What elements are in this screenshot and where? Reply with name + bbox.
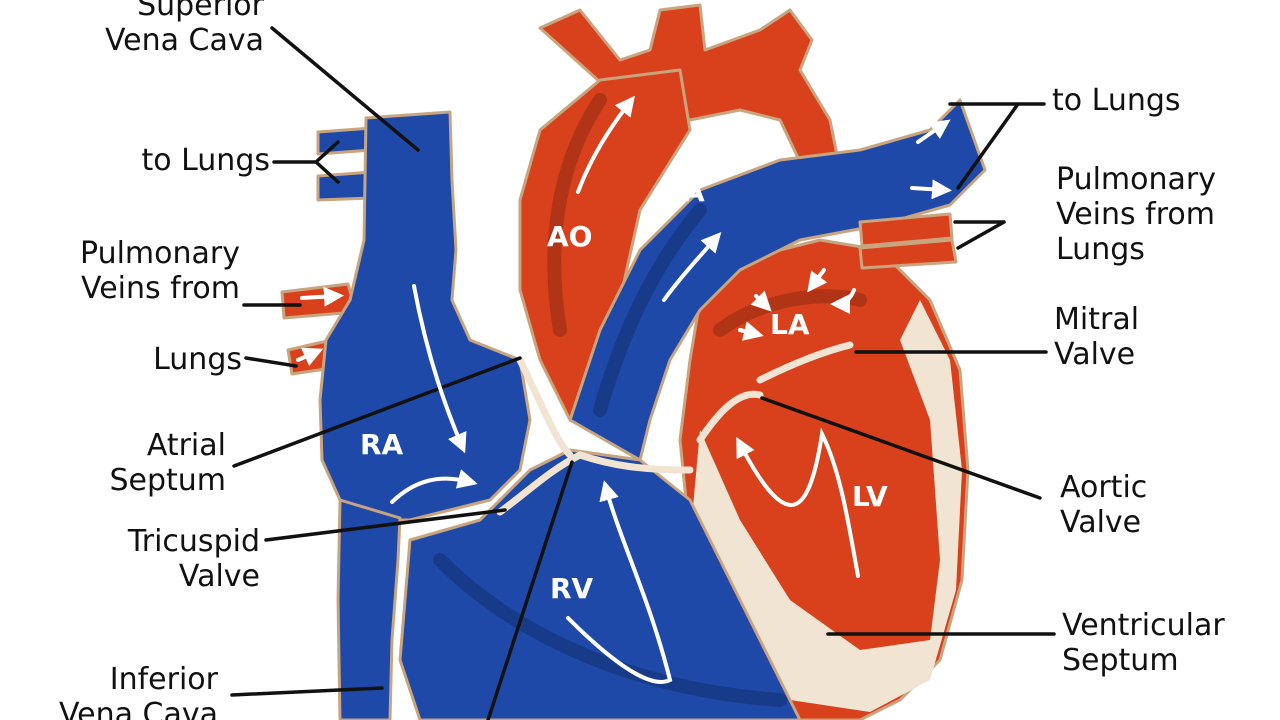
leader-rv-septum [486,460,574,720]
atrial-septum-edge [516,356,574,459]
ventricular-septum-band [690,300,962,712]
leader-tricuspid [264,508,507,542]
flow-arrow-lv [736,427,860,578]
leader-atrial-septum [232,356,522,468]
flow-arrow-pa [662,232,722,302]
pulmonary-artery [568,98,987,462]
label-to-lungs-right: to Lungs [1052,83,1181,118]
label-lungs-left: Lungs [153,342,242,377]
chamber-label-la: LA [770,308,810,341]
shade-pa [593,203,707,417]
aortic-valve-edge [696,390,764,444]
flow-arrow-pulm-right-2 [916,119,951,144]
flow-arrow-pulm-left-2 [296,347,324,367]
leader-pulm-veins-right [953,220,1006,250]
flow-arrow-ra-curve [390,469,478,504]
tricuspid-valve-edge [496,451,694,516]
superior-vena-cava [318,110,532,522]
flow-arrow-la-4 [830,288,856,314]
chamber-label-ao: AO [547,220,593,253]
flow-arrow-la-3 [807,268,828,293]
leader-to-lungs-left [272,140,340,184]
flow-arrow-aorta [576,95,635,194]
flow-arrow-ra-down [412,284,467,454]
right-pulmonary-vein-lower [858,238,958,270]
inferior-vena-cava [336,498,402,720]
leader-svc [270,26,420,152]
mitral-valve-edge [756,341,854,384]
right-ventricle [398,448,802,720]
aortic-arch [538,3,840,164]
chamber-label-ra: RA [360,428,404,461]
flow-arrow-pulm-right-1 [910,179,952,200]
flow-arrow-la-1 [750,290,772,312]
leader-lungs-left [244,356,298,368]
shade-aorta [547,93,607,337]
leader-aortic [760,396,1042,500]
leader-ivc [230,686,384,697]
chamber-label-rv: RV [550,572,594,605]
chamber-label-lv: LV [852,480,888,513]
shade-rv [433,553,787,707]
flow-arrow-pulm-left-1 [300,286,344,307]
chamber-label-pa: PA [665,175,705,208]
right-pulmonary-vein-upper [858,212,954,248]
leader-to-lungs-right [948,102,1046,190]
flow-arrow-la-2 [738,321,764,341]
flow-arrow-rv [566,480,673,684]
label-to-lungs-left: to Lungs [141,143,270,178]
